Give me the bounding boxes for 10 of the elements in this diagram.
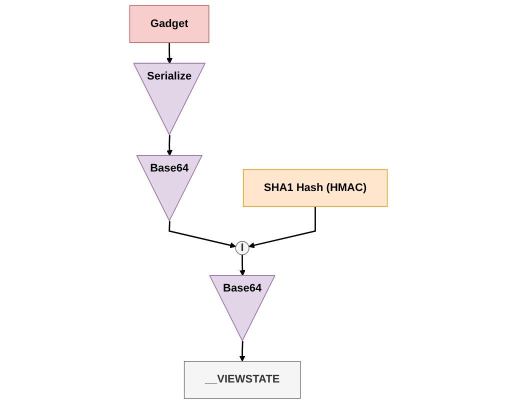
- arrow: [239, 254, 246, 276]
- node-circle: I: [235, 241, 250, 256]
- arrow: [166, 42, 173, 64]
- arrow: [248, 206, 316, 248]
- arrow: [168, 221, 236, 248]
- node-box: __VIEWSTATE: [184, 361, 301, 399]
- node-box: Gadget: [129, 5, 210, 43]
- node-box: SHA1 Hash (HMAC): [242, 169, 388, 207]
- arrow: [239, 341, 246, 362]
- arrow: [166, 135, 173, 156]
